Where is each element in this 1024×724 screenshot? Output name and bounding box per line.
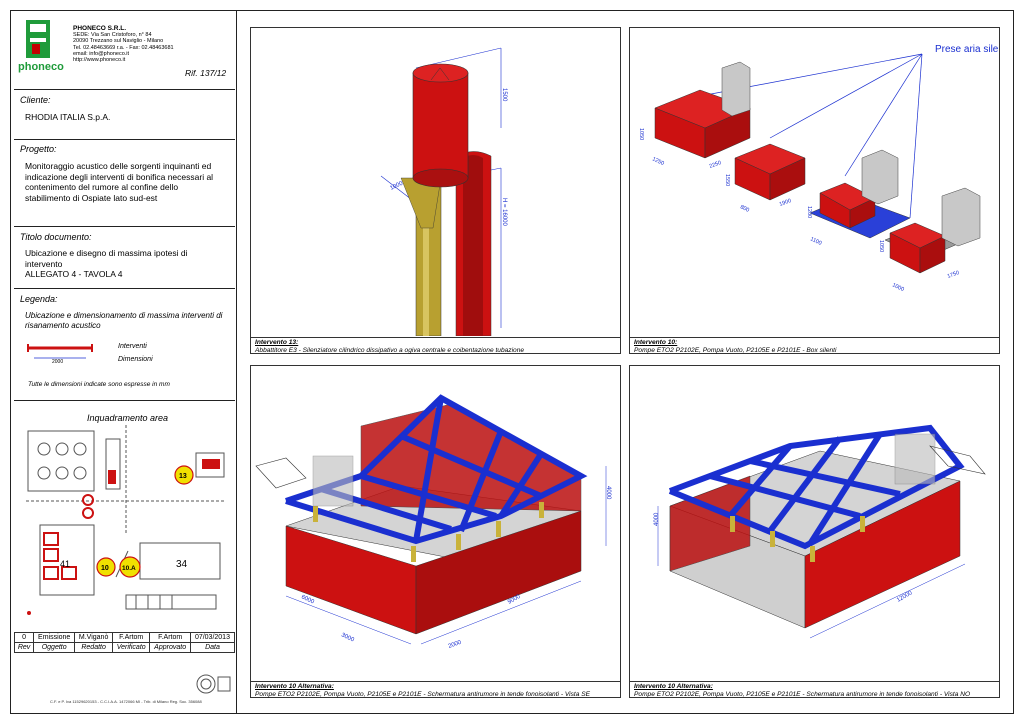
dim-label: 4000 bbox=[605, 486, 611, 500]
rev-header: Rev bbox=[13, 642, 35, 653]
dim-label: 1000 bbox=[389, 180, 404, 191]
dim-label: 2250 bbox=[709, 160, 723, 170]
dim-label: 1250 bbox=[651, 156, 665, 167]
dim-label: 3000 bbox=[340, 632, 355, 643]
footer-legal: C.F. e P. Iva 11529620153 - C.C.I.A.A. 1… bbox=[50, 699, 202, 704]
panel-desc: Pompe ETO2 P2102E, Pompa Vuoto, P2105E e… bbox=[634, 690, 971, 698]
dim-label: 1500 bbox=[501, 88, 507, 102]
marker-13: 13 bbox=[179, 473, 187, 480]
title-block-divider bbox=[236, 10, 237, 714]
dim-label: 1550 bbox=[724, 174, 730, 186]
rev-header: Verificato bbox=[112, 642, 151, 653]
panel-desc: Pompe ETO2 P2102E, Pompa Vuoto, P2105E e… bbox=[634, 346, 837, 354]
divider bbox=[14, 139, 235, 140]
panel-title: Intervento 13: bbox=[255, 339, 299, 346]
silencer-drawing: 1500 1000 H = 16000 bbox=[380, 47, 507, 336]
company-info: PHONECO S.R.L. SEDE: Via San Cristoforo,… bbox=[73, 25, 174, 64]
dim-label: 1050 bbox=[638, 128, 644, 140]
rev-header: Oggetto bbox=[33, 642, 76, 653]
legend-dim-value: 2000 bbox=[52, 359, 63, 364]
dim-label: 2000 bbox=[448, 639, 463, 649]
panel-caption: Intervento 10 Alternativa: Pompe ETO2 P2… bbox=[251, 681, 620, 698]
screen-enclosure-no-drawing: 4000 12000 bbox=[654, 424, 986, 639]
divider bbox=[14, 226, 235, 227]
dim-label: 4000 bbox=[654, 512, 660, 526]
marker-10a: 10.A bbox=[122, 565, 136, 572]
inquadramento-title: Inquadramento area bbox=[87, 413, 169, 423]
callout-prese-aria: Prese aria silenziate bbox=[935, 44, 999, 55]
panel-intervento-10-alt-no: 4000 12000 Intervento 10 Alternativa: Po… bbox=[629, 365, 1000, 698]
rev-cell: F.Artom bbox=[112, 632, 151, 643]
logo-text: phoneco bbox=[18, 61, 64, 73]
legend-interventi-symbol: 2000 bbox=[27, 344, 93, 364]
revision-header: Rev Oggetto Redatto Verificato Approvato… bbox=[13, 642, 236, 653]
dim-label: 800 bbox=[739, 204, 750, 213]
panel-intervento-10-alt-se: 4000 6000 9000 3000 2000 Intervento 10 A… bbox=[250, 365, 621, 698]
panel-intervento-13: 1500 1000 H = 16000 Intervento 13: Abbat… bbox=[250, 27, 621, 354]
legend-interventi: Interventi bbox=[118, 343, 147, 350]
titolo-line2: ALLEGATO 4 - TAVOLA 4 bbox=[25, 269, 123, 279]
legend-dimensioni: Dimensioni bbox=[118, 356, 153, 363]
company-line: 20090 Trezzano sul Naviglio - Milano bbox=[73, 38, 164, 45]
dim-label: 1050 bbox=[878, 240, 884, 252]
progetto-value: Monitoraggio acustico delle sorgenti inq… bbox=[25, 161, 214, 203]
area-41: 41 bbox=[60, 559, 70, 569]
company-line: email: info@phoneco.it bbox=[73, 50, 130, 57]
dim-label: 1900 bbox=[779, 198, 793, 208]
panel-title: Intervento 10 Alternativa: bbox=[634, 683, 713, 690]
company-line: http://www.phoneco.it bbox=[73, 57, 126, 64]
dim-label: 6000 bbox=[300, 594, 315, 605]
cliente-label: Cliente: bbox=[20, 95, 51, 105]
titolo-label: Titolo documento: bbox=[20, 232, 92, 242]
reference-number: Rif. 137/12 bbox=[185, 68, 227, 78]
legend-note: Tutte le dimensioni indicate sono espres… bbox=[28, 381, 170, 388]
panel-desc: Pompe ETO2 P2102E, Pompa Vuoto, P2105E e… bbox=[255, 690, 591, 698]
rev-cell: F.Artom bbox=[149, 632, 191, 643]
rev-header: Data bbox=[189, 642, 236, 653]
area-34: 34 bbox=[176, 559, 188, 570]
phoneco-logo: phoneco bbox=[18, 20, 64, 73]
panel-desc: Abbattitore E3 - Silenziatore cilindrico… bbox=[255, 346, 525, 354]
legenda-desc: Ubicazione e dimensionamento di massima … bbox=[25, 311, 223, 330]
cliente-value: RHODIA ITALIA S.p.A. bbox=[25, 112, 111, 122]
site-plan-map: 41 34 13 10 10.A bbox=[26, 425, 226, 615]
silent-boxes-drawing: Prese aria silenziate 1050 1250 2250 155… bbox=[638, 44, 999, 293]
rev-cell: 07/03/2013 bbox=[189, 632, 236, 643]
marker-10: 10 bbox=[101, 565, 109, 572]
company-name: PHONECO S.R.L. bbox=[73, 25, 127, 32]
certification-seals bbox=[196, 674, 231, 694]
company-line: SEDE: Via San Cristoforo, n° 84 bbox=[73, 32, 152, 39]
rev-cell: Emissione bbox=[33, 632, 76, 643]
legenda-label: Legenda: bbox=[20, 294, 58, 304]
rev-header: Redatto bbox=[74, 642, 114, 653]
panel-caption: Intervento 10 Alternativa: Pompe ETO2 P2… bbox=[630, 681, 999, 698]
panel-caption: Intervento 13: Abbattitore E3 - Silenzia… bbox=[251, 337, 620, 354]
progetto-label: Progetto: bbox=[20, 144, 57, 154]
divider bbox=[14, 400, 235, 401]
company-line: Tel. 02.48463669 r.a. - Fax: 02.48463681 bbox=[73, 44, 174, 51]
panel-title: Intervento 10: bbox=[634, 339, 678, 346]
panel-intervento-10: Prese aria silenziate 1050 1250 2250 155… bbox=[629, 27, 1000, 354]
dim-label: 12000 bbox=[896, 590, 914, 604]
panel-caption: Intervento 10: Pompe ETO2 P2102E, Pompa … bbox=[630, 337, 999, 354]
rev-header: Approvato bbox=[149, 642, 191, 653]
divider bbox=[14, 288, 235, 289]
divider bbox=[14, 89, 235, 90]
titolo-value: Ubicazione e disegno di massima ipotesi … bbox=[25, 248, 225, 280]
dim-label: H = 16000 bbox=[501, 198, 507, 227]
revision-row: 0 Emissione M.Viganò F.Artom F.Artom 07/… bbox=[13, 632, 236, 643]
rev-cell: 0 bbox=[13, 632, 35, 643]
revision-table: 0 Emissione M.Viganò F.Artom F.Artom 07/… bbox=[13, 632, 236, 653]
screen-enclosure-se-drawing: 4000 6000 9000 3000 2000 bbox=[255, 394, 611, 650]
sheet-frame bbox=[10, 10, 1014, 714]
dim-label: 1100 bbox=[809, 236, 822, 246]
dim-label: 1200 bbox=[806, 206, 812, 218]
dim-label: 1000 bbox=[891, 282, 905, 293]
rev-cell: M.Viganò bbox=[74, 632, 114, 643]
dim-label: 1750 bbox=[947, 270, 961, 280]
titolo-line1: Ubicazione e disegno di massima ipotesi … bbox=[25, 248, 188, 269]
panel-title: Intervento 10 Alternativa: bbox=[255, 683, 334, 690]
